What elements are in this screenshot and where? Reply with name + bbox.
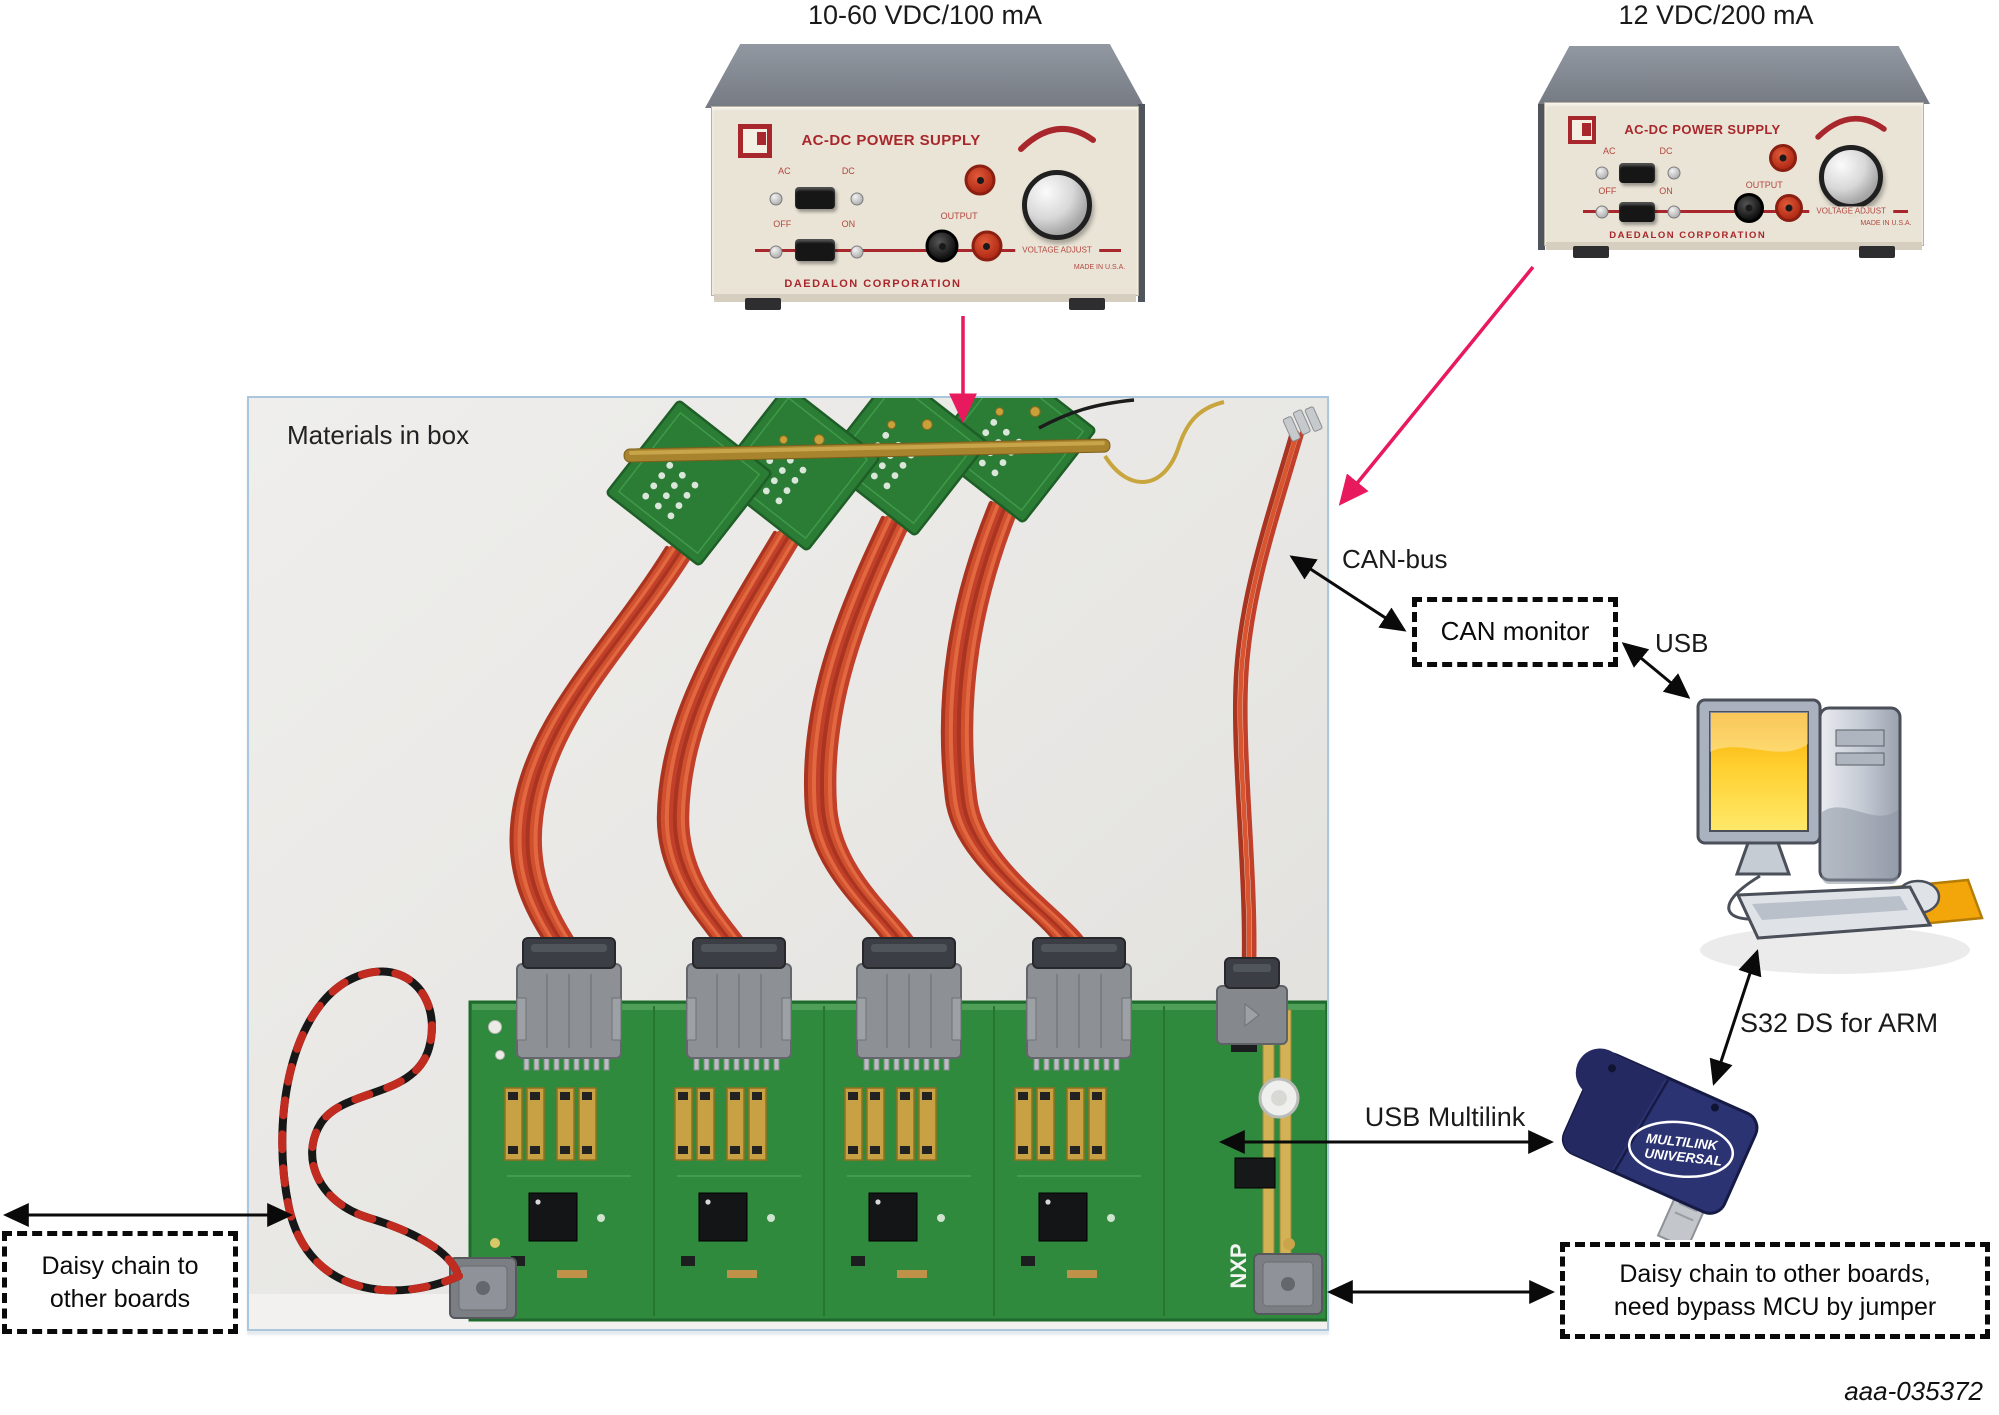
can-bus-label: CAN-bus (1342, 544, 1448, 574)
supply-brand-label: DAEDALON CORPORATION (1609, 230, 1767, 242)
can-monitor-box: CAN monitor (1412, 597, 1618, 667)
voltage-adjust-label: VOLTAGE ADJUST (1015, 245, 1099, 255)
supply1-caption: 10-60 VDC/100 mA (807, 0, 1043, 30)
computer-tower (1818, 706, 1902, 884)
figure-id: aaa-035372 (1844, 1376, 1983, 1406)
voltage-adjust-label: VOLTAGE ADJUST (1809, 206, 1893, 216)
can-monitor-label: CAN monitor (1440, 616, 1590, 647)
s32-ds-label: S32 DS for ARM (1740, 1008, 1939, 1038)
power-supply-2: AC-DC POWER SUPPLY AC DC OFF ON OUTPUT V… (1538, 46, 1930, 258)
output-post-black (925, 229, 959, 263)
supply-brand-label: DAEDALON CORPORATION (784, 278, 962, 291)
mounting-rod (623, 438, 1111, 463)
daisy-left-box: Daisy chain to other boards (2, 1231, 238, 1334)
keyboard (1735, 885, 1933, 940)
screw-icon (1667, 166, 1681, 180)
screw-icon (769, 245, 783, 259)
screw-icon (850, 192, 864, 206)
can-connector (1216, 985, 1288, 1045)
ac-dc-toggle-switch (795, 186, 836, 209)
voltage-adjust-knob (1022, 169, 1093, 240)
off-label: OFF (773, 218, 792, 229)
ac-label: AC (778, 165, 791, 176)
ac-label: AC (1602, 146, 1616, 157)
supply-front-panel: AC-DC POWER SUPPLY AC DC OFF ON OUTPUT V… (1544, 102, 1924, 246)
voltage-adjust-knob (1819, 144, 1884, 209)
ac-dc-toggle-switch (1618, 163, 1655, 184)
usb-multilink-device: MULTILINK UNIVERSAL (1561, 1048, 1759, 1240)
daisy-right-box: Daisy chain to other boards, need bypass… (1560, 1242, 1990, 1339)
made-in-label: MADE IN U.S.A. (1073, 263, 1126, 271)
supply-front-panel: AC-DC POWER SUPPLY AC DC OFF ON OUTPUT V… (711, 106, 1139, 296)
voltage-dial-arc (1018, 126, 1097, 153)
photo-label: Materials in box (287, 420, 470, 450)
output-post-red (971, 230, 1003, 262)
supply-top-panel (1538, 46, 1930, 104)
supply-panel-title: AC-DC POWER SUPPLY (1624, 122, 1781, 138)
daedalon-logo-icon (1567, 115, 1596, 144)
twisted-daisy-wire (278, 967, 463, 1295)
power-supply-1: AC-DC POWER SUPPLY AC DC OFF ON OUTPUT V… (705, 44, 1145, 310)
supply-panel-title: AC-DC POWER SUPPLY (801, 132, 981, 150)
daisy-connector-left (449, 1257, 517, 1319)
on-label: ON (841, 218, 856, 229)
adapter-boards (606, 398, 1225, 566)
screw-icon (769, 192, 783, 206)
daisy-left-line2: other boards (49, 1284, 191, 1313)
daedalon-logo-icon (737, 123, 772, 158)
on-label: ON (1659, 186, 1673, 197)
usb-label: USB (1655, 628, 1709, 658)
output-post-red (1774, 194, 1803, 223)
daisy-right-line1: Daisy chain to other boards, (1619, 1260, 1931, 1288)
yellow-wire (1103, 400, 1225, 484)
supply2-feed-arrow (1338, 265, 1535, 506)
computer-monitor (1696, 698, 1822, 876)
output-label: OUTPUT (940, 211, 978, 222)
output-post-black (1734, 193, 1765, 224)
supply-top-panel (705, 44, 1145, 108)
dc-label: DC (841, 165, 855, 176)
supply2-caption: 12 VDC/200 mA (1618, 0, 1814, 30)
on-off-toggle-switch (1618, 202, 1655, 223)
made-in-label: MADE IN U.S.A. (1860, 219, 1912, 227)
output-post-red (964, 164, 996, 196)
can-wire-tips (1282, 406, 1323, 442)
daisy-left-line1: Daisy chain to (41, 1252, 199, 1280)
output-post-red (1769, 144, 1798, 173)
usb-multilink-label: USB Multilink (1364, 1102, 1526, 1132)
output-label: OUTPUT (1745, 180, 1783, 191)
screw-icon (1595, 166, 1609, 180)
off-label: OFF (1598, 186, 1617, 197)
screw-icon (1595, 205, 1609, 219)
nxp-logo: NXP (1226, 1243, 1251, 1288)
daisy-connector-right (1253, 1238, 1323, 1315)
screw-icon (1667, 205, 1681, 219)
black-wire (1038, 398, 1135, 430)
on-off-toggle-switch (795, 238, 836, 261)
voltage-dial-arc (1815, 115, 1887, 140)
computer-icon (1696, 698, 1984, 974)
daisy-right-line2: need bypass MCU by jumper (1613, 1292, 1937, 1321)
materials-photo-art: NXP (249, 398, 1329, 1329)
dc-label: DC (1659, 146, 1673, 157)
materials-photo: Materials in box (247, 396, 1329, 1331)
screw-icon (850, 245, 864, 259)
